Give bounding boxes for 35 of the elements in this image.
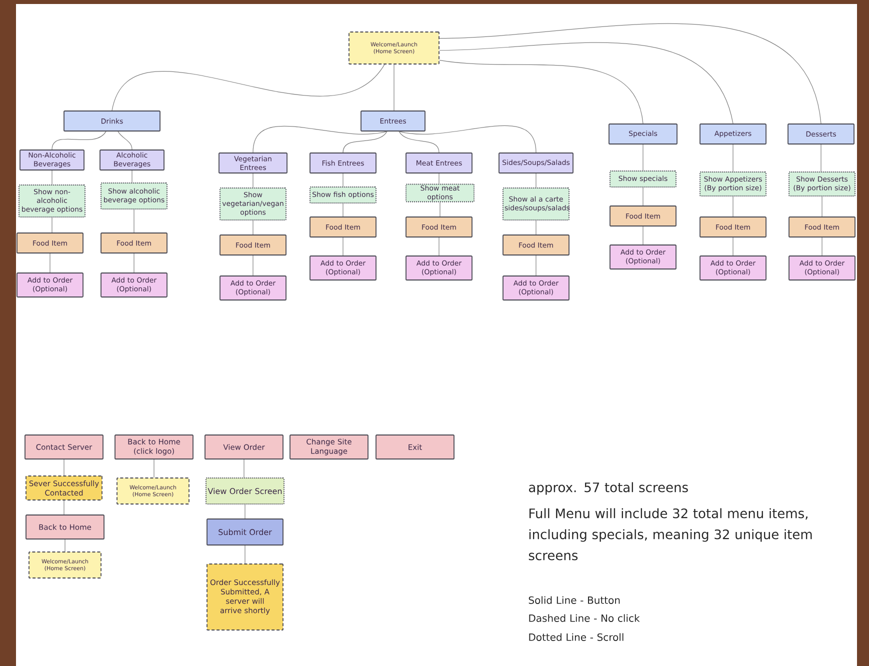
connector-line — [438, 237, 440, 256]
connector-line — [732, 237, 734, 256]
connector-line — [439, 42, 734, 124]
connector-line — [438, 173, 440, 184]
connector-line — [398, 126, 536, 153]
connector-line — [118, 131, 132, 150]
connector-line — [252, 220, 254, 235]
connector-line — [439, 60, 644, 124]
connector-line — [252, 255, 254, 276]
note-text: approx. 57 total screens — [529, 482, 688, 495]
connector-line — [732, 144, 734, 172]
connector-line — [439, 24, 822, 124]
screen-box: View Order Screen — [206, 478, 284, 504]
connector-line — [732, 196, 734, 217]
connector-line — [642, 226, 644, 245]
button-box: Submit Order — [206, 518, 284, 546]
connector-line — [342, 131, 388, 153]
note-text: Full Menu will include 32 total menu items, including specials, meaning 32 unique item screens — [528, 508, 812, 560]
connector-line — [342, 173, 344, 187]
connector-line — [52, 131, 106, 150]
connector-line — [342, 237, 344, 256]
connector-line — [112, 64, 385, 111]
connector-line — [252, 173, 254, 188]
connector-line — [820, 144, 822, 172]
note-text: Solid Line - Button — [528, 596, 620, 604]
connector-line — [64, 539, 66, 552]
note-text: Dotted Line - Scroll — [529, 633, 624, 641]
connector-line — [342, 203, 344, 217]
connector-line — [398, 131, 440, 153]
connector-line — [642, 187, 644, 206]
note-text: Dashed Line - No click — [529, 614, 640, 622]
connector-line — [244, 545, 246, 564]
connector-line — [642, 144, 644, 171]
connector-line — [244, 504, 246, 519]
connector-line — [252, 126, 388, 153]
